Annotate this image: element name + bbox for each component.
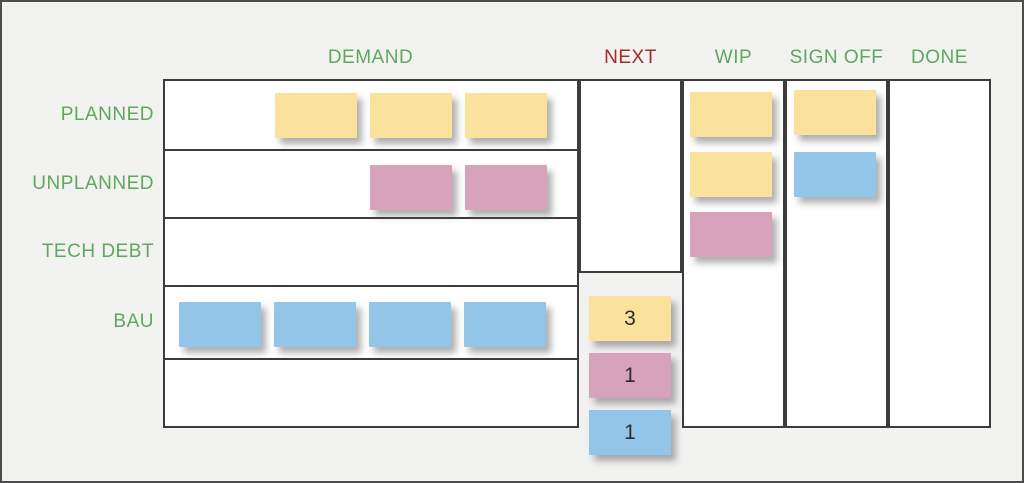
row-label-planned: PLANNED (60, 104, 154, 125)
row-divider (165, 149, 577, 151)
sticky-note-blue[interactable] (464, 302, 546, 347)
next-column (579, 79, 682, 273)
note-count: 1 (624, 363, 636, 387)
column-header-demand: DEMAND (327, 47, 414, 68)
sticky-note-yellow[interactable] (690, 92, 772, 137)
column-header-wip: WIP (714, 47, 753, 68)
sticky-note-yellow[interactable] (275, 93, 357, 138)
sticky-note-yellow[interactable]: 3 (589, 296, 671, 341)
sticky-note-yellow[interactable] (794, 90, 876, 135)
row-divider (165, 217, 577, 219)
next-queue-notes: 3 1 1 (589, 296, 671, 455)
sticky-note-yellow[interactable] (690, 152, 772, 197)
planned-demand-notes (275, 93, 547, 138)
row-label-bau: BAU (113, 311, 154, 332)
sign-off-notes (794, 90, 876, 197)
row-label-tech-debt: TECH DEBT (41, 241, 154, 262)
wip-notes (690, 92, 772, 257)
sticky-note-yellow[interactable] (465, 93, 547, 138)
sticky-note-blue[interactable] (794, 152, 876, 197)
sticky-note-pink[interactable] (465, 165, 547, 210)
note-count: 3 (624, 306, 636, 330)
sticky-note-blue[interactable]: 1 (589, 410, 671, 455)
sticky-note-pink[interactable] (370, 165, 452, 210)
sticky-note-pink[interactable]: 1 (589, 353, 671, 398)
row-label-unplanned: UNPLANNED (32, 173, 154, 194)
column-header-done: DONE (911, 47, 968, 68)
done-column (888, 79, 991, 428)
column-header-next: NEXT (604, 47, 657, 68)
sign-off-column (785, 79, 888, 428)
sticky-note-blue[interactable] (274, 302, 356, 347)
note-count: 1 (624, 420, 636, 444)
sticky-note-blue[interactable] (369, 302, 451, 347)
sticky-note-yellow[interactable] (370, 93, 452, 138)
column-header-sign-off: SIGN OFF (789, 47, 884, 68)
unplanned-demand-notes (370, 165, 547, 210)
row-divider (165, 358, 577, 360)
sticky-note-pink[interactable] (690, 212, 772, 257)
bau-demand-notes (179, 302, 546, 347)
sticky-note-blue[interactable] (179, 302, 261, 347)
row-divider (165, 285, 577, 287)
